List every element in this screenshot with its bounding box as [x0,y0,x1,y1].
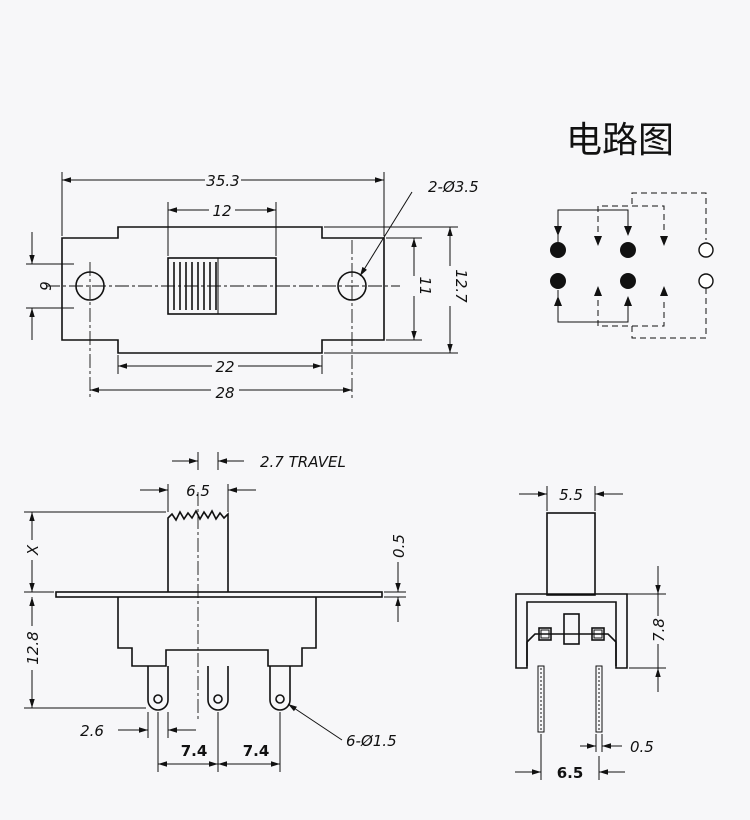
base-side [526,633,617,666]
arrow-down-icon [660,236,668,246]
contact-right [591,627,605,641]
circuit-link-dash-bottom [597,300,665,327]
side-view: 5.5 7.8 0.5 6.5 [515,486,668,782]
front-view: 2.7 TRAVEL 6.5 X 12.8 0.5 2.6 [22,452,408,772]
contact-left [538,627,552,641]
terminal-closed-icon [620,273,636,289]
dim-overall-length: 35.3 [206,172,239,190]
mount-plate [55,591,383,598]
terminal-open-icon [698,242,714,258]
top-view: 35.3 12 2-Ø3.5 6 11 12.7 22 [26,170,479,402]
dim-pin-thickness: 0.5 [630,738,654,756]
actuator-side [546,512,596,596]
dim-side-body-height: 7.8 [650,618,668,642]
terminal-closed-icon [550,242,566,258]
pins-side [537,665,603,733]
circuit-link-dash-outer-top [631,192,707,240]
arrow-up-icon [554,296,562,306]
contact-center [563,613,580,645]
dim-actuator-width: 6.5 [186,482,210,500]
circuit-link-dash-outer-bottom [631,288,707,339]
dim-plate-thickness: 0.5 [390,534,408,558]
terminal-closed-icon [620,242,636,258]
dim-actuator-height: X [24,544,42,556]
slider-knob [167,257,219,315]
dim-body-height: 12.8 [24,631,42,664]
dim-slider-width: 12 [212,202,231,220]
arrow-down-icon [554,226,562,236]
dim-pin-spacing: 6.5 [557,764,584,782]
dim-pin-holes: 6-Ø1.5 [346,732,397,750]
dim-travel: 2.7 TRAVEL [260,453,346,471]
circuit-link-bottom-left [557,290,629,323]
circuit-title: 电路图 [566,120,674,161]
slider-ribs [173,262,217,310]
pins-front [147,666,291,711]
dim-height-left: 6 [36,281,54,291]
arrow-up-icon [660,286,668,296]
dim-height-inner: 11 [416,276,434,295]
circuit-link-dash-top [597,205,665,232]
circuit-link-top-left [557,209,629,242]
terminal-open-icon [698,273,714,289]
dim-pin-offset: 2.6 [80,722,104,740]
terminal-closed-icon [550,273,566,289]
arrow-down-icon [624,226,632,236]
switch-outline-top [61,226,385,354]
circuit-diagram [550,192,714,339]
dim-hole-spacing: 28 [215,384,234,402]
arrow-up-icon [594,286,602,296]
arrow-up-icon [624,296,632,306]
dim-pin-pitch-1: 7.4 [181,742,208,760]
switch-body-front [117,597,317,667]
frame-side [515,593,628,669]
dim-inner-length: 22 [215,358,234,376]
dim-pin-pitch-2: 7.4 [243,742,270,760]
dim-mount-holes: 2-Ø3.5 [428,178,479,196]
arrow-down-icon [594,236,602,246]
dim-side-actuator-width: 5.5 [559,486,583,504]
dim-height-outer: 12.7 [452,269,470,303]
